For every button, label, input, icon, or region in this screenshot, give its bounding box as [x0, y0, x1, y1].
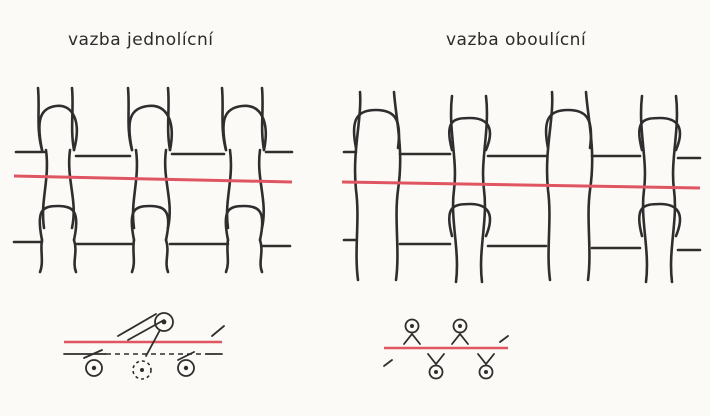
jersey-needle-lower-3-ring: [177, 359, 195, 377]
single-jersey-fabric: [12, 86, 294, 274]
title-single-jersey: vazba jednolícní: [68, 30, 214, 50]
jersey-notation-tick: [211, 325, 225, 337]
rib-needle-lower-1-cross: [427, 353, 445, 366]
rib-notation: [383, 318, 509, 380]
rib-needle-upper-1-ring: [404, 318, 420, 334]
jersey-stems-2: [131, 148, 172, 230]
jersey-upper-loops: [36, 86, 268, 152]
rib-loop-head-4b: [637, 202, 682, 238]
jersey-loop-head-2: [128, 104, 174, 152]
rib-knit-fabric: [341, 90, 702, 284]
jersey-stems-1: [41, 148, 76, 230]
rib-needle-upper-1-cross: [403, 332, 421, 345]
jersey-stems-3: [225, 148, 266, 230]
jersey-needle-lower-2-dot: [140, 368, 144, 372]
rib-lower-connectors: [342, 238, 702, 252]
jersey-lower-loop-heads: [38, 204, 264, 242]
jersey-notation-link: [145, 329, 161, 357]
jersey-loop-head-1: [38, 104, 79, 152]
rib-loop-head-3a: [544, 108, 593, 150]
rib-needle-lower-2-ring: [478, 364, 494, 380]
rib-needle-upper-2-ring: [452, 318, 468, 334]
rib-upper-connectors: [342, 150, 702, 160]
rib-needle-lower-2-cross: [477, 353, 495, 366]
rib-loop-head-2a: [447, 116, 492, 152]
rib-needle-upper-2-cross: [451, 332, 469, 345]
jersey-red-line: [13, 174, 293, 184]
jersey-notation: [63, 312, 225, 380]
jersey-needle-upper-dot: [161, 319, 167, 325]
rib-column-1: [353, 90, 402, 282]
jersey-notation-yarn-lines: [117, 313, 165, 341]
jersey-loop-legs-3: [220, 86, 266, 152]
rib-needle-lower-2-dot: [484, 370, 488, 374]
rib-needle-upper-1-dot: [410, 324, 414, 328]
jersey-lower-stems: [38, 238, 264, 274]
jersey-loop-legs-1: [36, 86, 76, 152]
jersey-needle-lower-1-ring: [85, 359, 103, 377]
rib-needle-upper-2-dot: [458, 324, 462, 328]
rib-loop-head-2b: [447, 202, 492, 238]
rib-loop-head-1a: [352, 108, 401, 150]
title-rib-knit: vazba oboulícní: [446, 30, 587, 50]
jersey-needle-upper-ring: [154, 312, 174, 332]
rib-column-2: [449, 94, 489, 284]
jersey-loop-legs-2: [126, 86, 172, 152]
jersey-needle-lower-3-dot: [183, 365, 189, 371]
rib-needle-lower-1-dot: [434, 370, 438, 374]
rib-notation-end-ticks: [383, 335, 509, 367]
rib-needle-lower-1-ring: [428, 364, 444, 380]
rib-loop-head-4a: [637, 116, 682, 152]
jersey-loop-head-3: [222, 104, 268, 152]
jersey-needle-lower-ticks: [83, 349, 195, 361]
jersey-upper-connectors: [14, 150, 294, 158]
jersey-needle-lower-1-dot: [91, 365, 97, 371]
jersey-lower-connectors: [12, 240, 292, 248]
jersey-needle-lower-2-dashed-ring: [132, 360, 152, 380]
rib-red-line: [341, 180, 701, 190]
